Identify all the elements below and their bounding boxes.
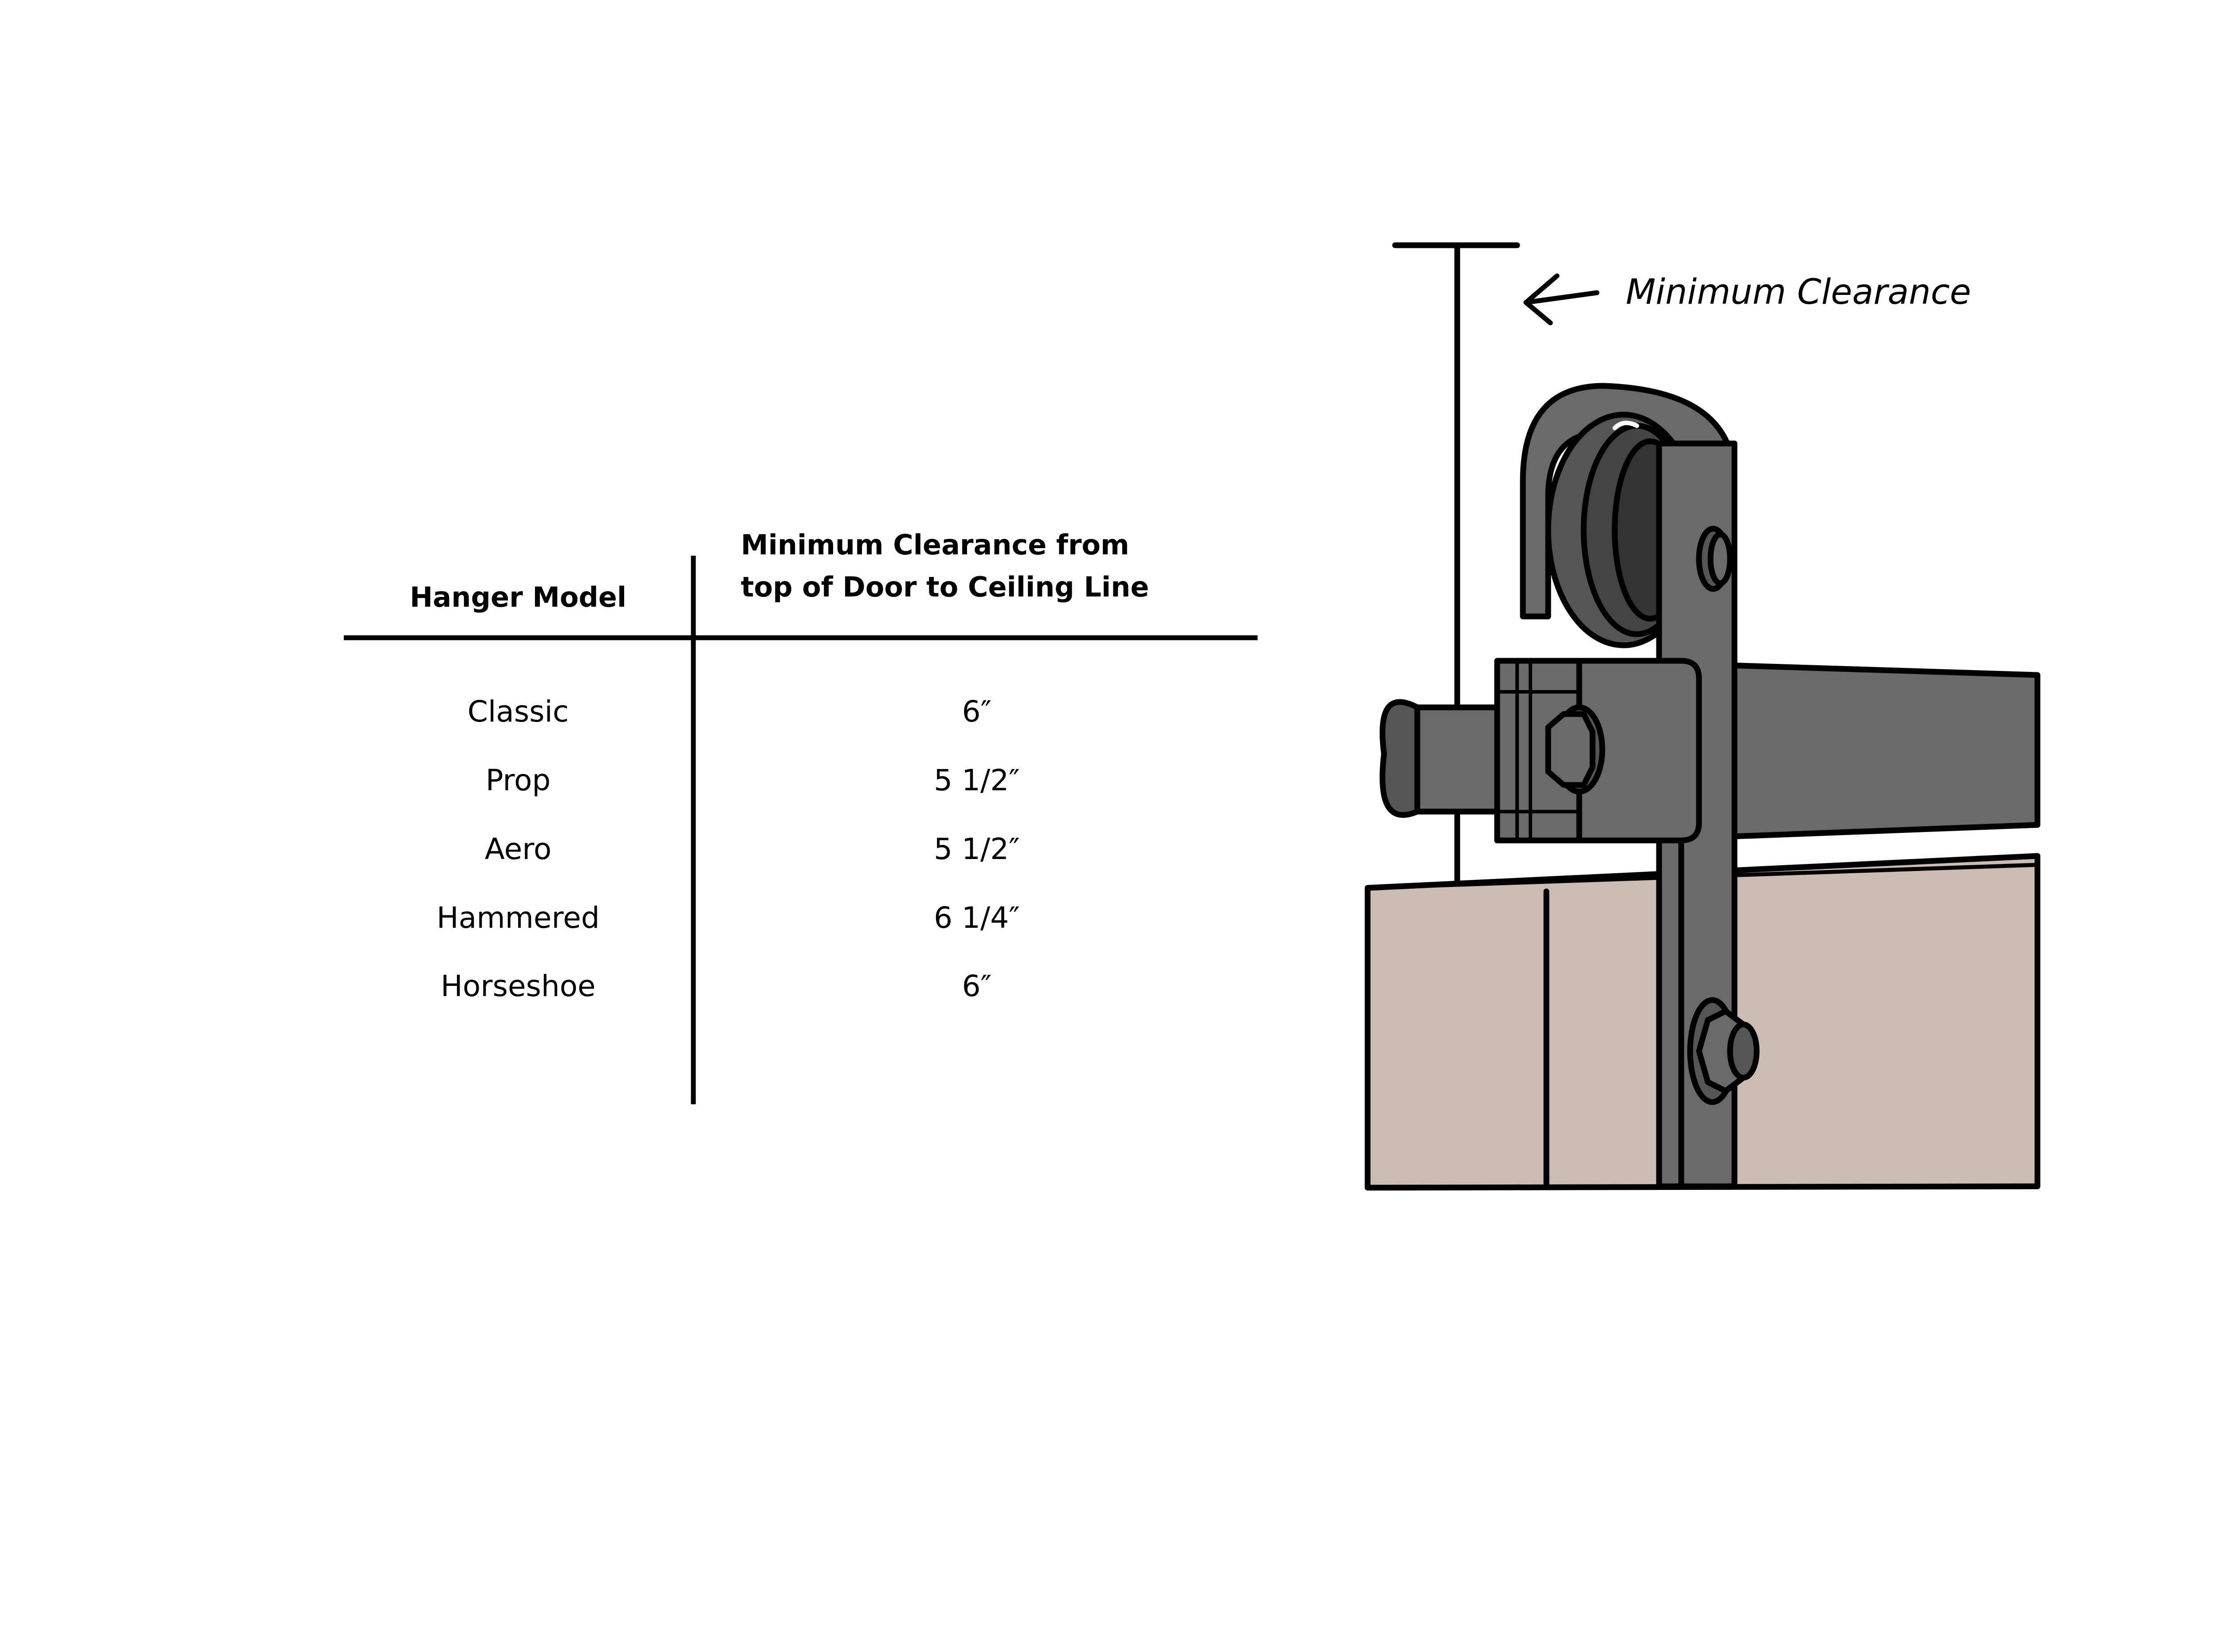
strap-bolt-top-icon <box>1696 526 1733 592</box>
row-3-clearance: 5 1/2″ <box>934 832 1020 866</box>
clamp-hex-bolt-icon <box>1545 704 1605 795</box>
row-4-model: Hammered <box>437 901 599 935</box>
clearance-table: Hanger Model Minimum Clearance from top … <box>344 529 1258 1104</box>
barn-door-hardware-illustration: Minimum Clearance <box>1365 242 2041 1191</box>
stopper-knob <box>1380 699 1500 818</box>
row-3-model: Aero <box>485 832 552 866</box>
row-1-model: Classic <box>468 695 569 729</box>
row-5-clearance: 6″ <box>962 969 992 1003</box>
row-2-model: Prop <box>486 763 551 797</box>
annotation-minimum-clearance: Minimum Clearance <box>1626 272 1971 312</box>
row-5-model: Horseshoe <box>440 969 595 1003</box>
strap-bolt-bottom-icon <box>1687 997 1760 1105</box>
track-rail <box>1683 661 2041 841</box>
header-hanger-model: Hanger Model <box>410 581 626 613</box>
header-clearance-line2: top of Door to Ceiling Line <box>741 571 1149 603</box>
annotation-arrow-icon <box>1523 273 1600 326</box>
header-clearance-line1: Minimum Clearance from <box>741 529 1129 561</box>
row-1-clearance: 6″ <box>962 695 992 729</box>
row-4-clearance: 6 1/4″ <box>934 901 1020 935</box>
row-2-clearance: 5 1/2″ <box>934 763 1020 797</box>
